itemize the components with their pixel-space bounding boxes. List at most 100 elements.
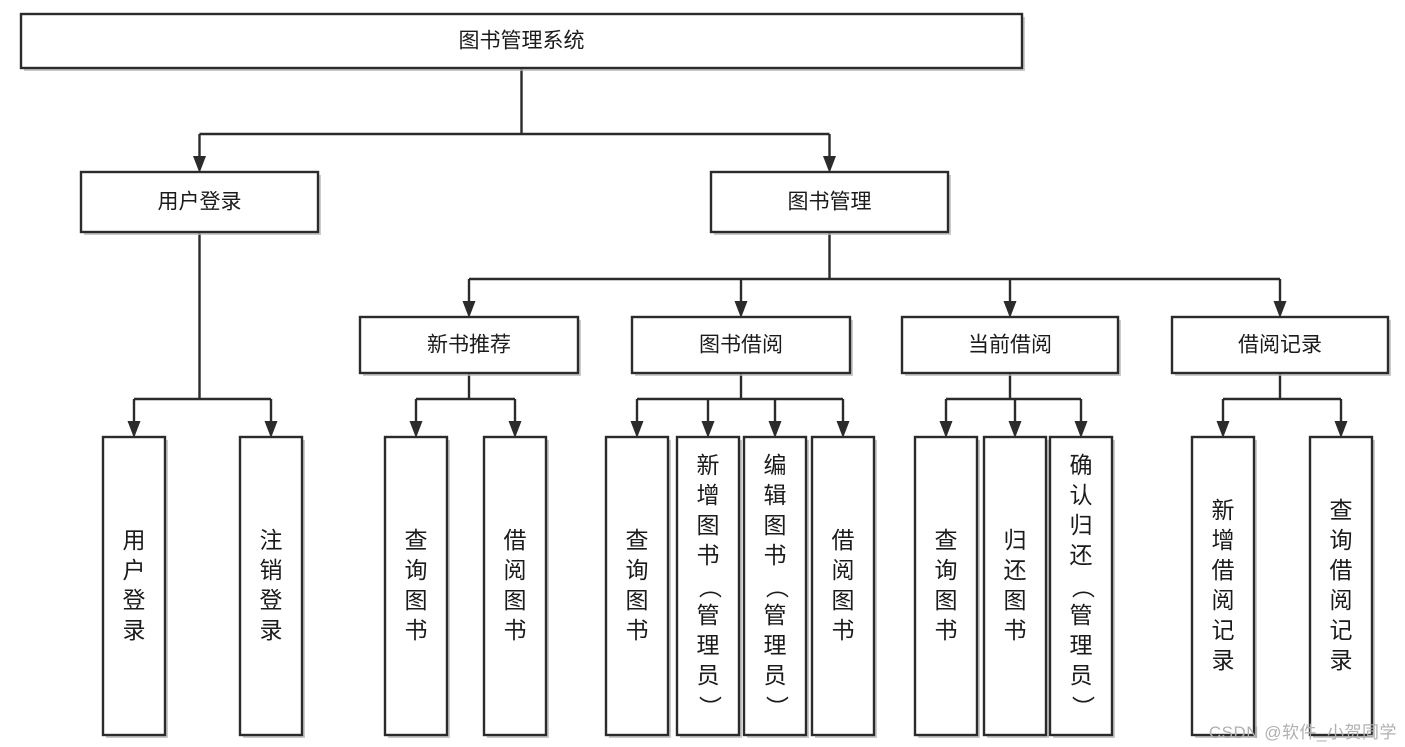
node-label-char: 记 <box>1330 617 1353 643</box>
node-l-query-record[interactable]: 查询借阅记录查询借阅记录 <box>1308 435 1375 738</box>
arrowhead <box>1334 421 1348 438</box>
node-box[interactable] <box>604 435 670 737</box>
node-n-book-mgmt[interactable]: 图书管理 <box>709 170 951 235</box>
node-l-query-book-1[interactable]: 查询图书查询图书 <box>383 435 450 738</box>
edges-layer <box>127 68 1348 438</box>
node-box[interactable] <box>675 435 741 737</box>
node-label-char: 录 <box>1330 647 1353 673</box>
node-box[interactable] <box>1190 435 1256 737</box>
node-label-char: 管 <box>1070 602 1093 628</box>
node-label-char: 记 <box>1212 617 1235 643</box>
node-label-char: 书 <box>626 617 649 643</box>
node-label-char: 询 <box>405 557 428 583</box>
node-label-char: 新 <box>1212 497 1235 523</box>
edge-group-n_user_login <box>127 232 278 438</box>
arrowhead <box>1003 301 1017 318</box>
arrowhead <box>630 421 644 438</box>
node-box[interactable] <box>709 170 950 234</box>
node-l-borrow-book-1[interactable]: 借阅图书借阅图书 <box>482 435 549 738</box>
node-box[interactable] <box>358 315 580 375</box>
node-label-char: 用 <box>123 527 146 553</box>
node-box[interactable] <box>913 435 979 737</box>
node-label-char: 户 <box>123 557 146 583</box>
node-label-char: 书 <box>935 617 958 643</box>
node-label-char: 登 <box>260 587 283 613</box>
node-label-char: 管 <box>697 602 720 628</box>
node-label: 图书借阅 <box>699 334 783 357</box>
node-n-new-book-rec[interactable]: 新书推荐 <box>358 315 581 376</box>
node-label-char: 借 <box>1330 557 1353 583</box>
node-label: 图书管理 <box>788 191 872 214</box>
arrowhead <box>409 421 423 438</box>
node-label-char: 确 <box>1070 452 1093 478</box>
node-label-char: 询 <box>935 557 958 583</box>
node-box[interactable] <box>810 435 876 737</box>
node-l-add-record[interactable]: 新增借阅记录新增借阅记录 <box>1190 435 1257 738</box>
node-label-char: 员 <box>697 662 720 688</box>
node-box[interactable] <box>482 435 548 737</box>
node-box[interactable] <box>1048 435 1114 737</box>
node-l-borrow-book-2[interactable]: 借阅图书借阅图书 <box>810 435 877 738</box>
node-label-char: 录 <box>1212 647 1235 673</box>
node-label-char: 图 <box>626 587 649 613</box>
node-label-char: 图 <box>697 512 720 538</box>
node-label-char: 增 <box>697 482 720 508</box>
node-box[interactable] <box>238 435 304 737</box>
node-label: 图书管理系统 <box>459 30 585 53</box>
node-label-char: 书 <box>764 542 787 568</box>
node-n-current-borrow[interactable]: 当前借阅 <box>900 315 1121 376</box>
edge-group-n_current_borrow <box>939 373 1088 438</box>
arrowhead <box>734 301 748 318</box>
node-label-char: 阅 <box>504 557 527 583</box>
node-l-query-book-3[interactable]: 查询图书查询图书 <box>913 435 980 738</box>
node-label-char: ） <box>697 696 723 719</box>
node-label: 当前借阅 <box>968 334 1052 357</box>
node-label-char: 询 <box>626 557 649 583</box>
node-root[interactable]: 图书管理系统 <box>19 12 1025 71</box>
node-l-logout[interactable]: 注销登录注销登录 <box>238 435 305 738</box>
node-n-book-borrow[interactable]: 图书借阅 <box>630 315 853 376</box>
node-box[interactable] <box>900 315 1120 375</box>
arrowhead <box>193 156 206 173</box>
arrowhead <box>264 421 278 438</box>
edge-group-n_borrow_record <box>1216 373 1348 438</box>
node-label-char: 理 <box>1070 632 1093 658</box>
node-l-query-book-2[interactable]: 查询图书查询图书 <box>604 435 671 738</box>
node-label: 借阅记录 <box>1238 334 1322 357</box>
node-box[interactable] <box>101 435 167 737</box>
node-label-char: 辑 <box>764 482 787 508</box>
node-n-borrow-record[interactable]: 借阅记录 <box>1170 315 1391 376</box>
node-box[interactable] <box>630 315 852 375</box>
node-n-user-login[interactable]: 用户登录 <box>79 170 321 235</box>
arrowhead <box>939 421 953 438</box>
node-box[interactable] <box>79 170 320 234</box>
node-label-char: 图 <box>935 587 958 613</box>
node-label: 新书推荐 <box>427 334 511 357</box>
node-label-char: 书 <box>504 617 527 643</box>
node-label-char: 阅 <box>1330 587 1353 613</box>
node-box[interactable] <box>982 435 1048 737</box>
node-label-char: （ <box>697 576 723 599</box>
node-label-char: 阅 <box>832 557 855 583</box>
node-l-user-login[interactable]: 用户登录用户登录 <box>101 435 168 738</box>
node-label-char: 编 <box>764 452 787 478</box>
node-label-char: （ <box>1070 576 1096 599</box>
node-box[interactable] <box>1170 315 1390 375</box>
arrowhead <box>836 421 850 438</box>
node-label-char: 归 <box>1070 512 1093 538</box>
node-l-return-book[interactable]: 归还图书归还图书 <box>982 435 1049 738</box>
node-label-char: 查 <box>935 527 958 553</box>
node-box[interactable] <box>383 435 449 737</box>
node-box[interactable] <box>742 435 808 737</box>
arrowhead <box>1273 301 1287 318</box>
node-label-char: 图 <box>832 587 855 613</box>
node-box[interactable] <box>19 12 1024 70</box>
node-label: 用户登录 <box>158 191 242 214</box>
node-label-char: 新 <box>697 452 720 478</box>
arrowhead <box>768 421 782 438</box>
node-label-char: 还 <box>1004 557 1027 583</box>
node-box[interactable] <box>1308 435 1374 737</box>
